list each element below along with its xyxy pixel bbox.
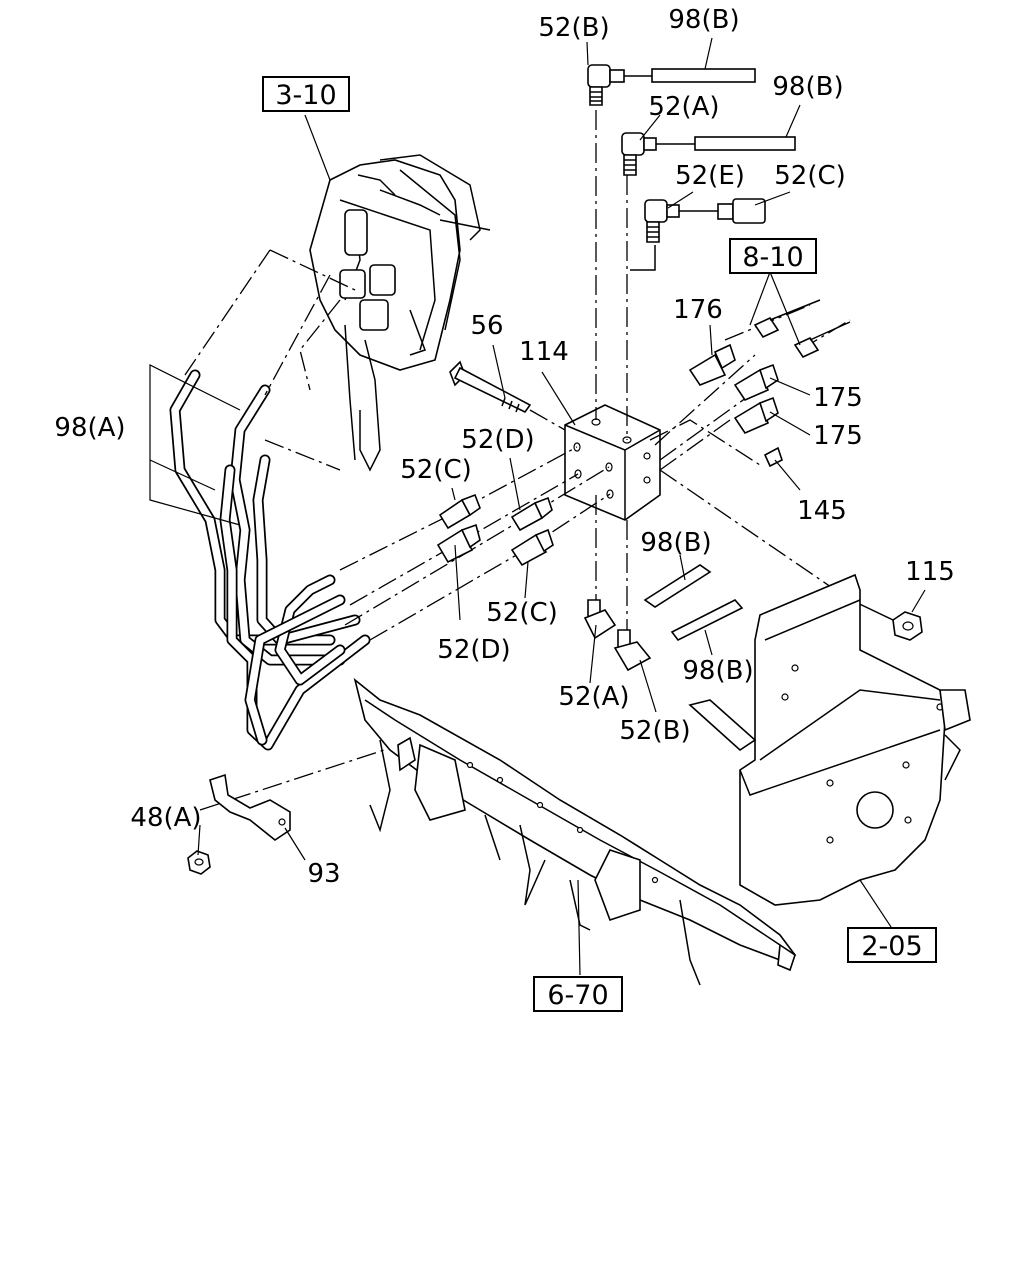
distribution-block-114	[564, 404, 661, 521]
bolt-56	[449, 360, 532, 414]
callout-52a-top: 52(A)	[648, 92, 719, 122]
callout-176: 176	[673, 295, 723, 325]
lower-fittings	[583, 564, 744, 672]
callout-115: 115	[905, 557, 955, 587]
ref-2-05-label: 2-05	[861, 931, 922, 962]
ref-3-10: 3-10	[262, 76, 350, 112]
callout-52a-low: 52(A)	[558, 682, 629, 712]
callout-52d-upper: 52(D)	[461, 425, 534, 455]
callout-56: 56	[470, 311, 503, 341]
pressure-sensors	[688, 299, 851, 468]
callout-52c-top: 52(C)	[774, 161, 846, 191]
callout-52c-left: 52(C)	[400, 455, 472, 485]
callout-98b-low: 98(B)	[682, 656, 753, 686]
callout-114: 114	[519, 337, 569, 367]
ref-6-70-label: 6-70	[547, 980, 608, 1011]
nut-48a	[187, 850, 211, 875]
nut-115	[846, 597, 923, 641]
callout-52c-low: 52(C)	[486, 598, 558, 628]
ref-8-10: 8-10	[729, 238, 817, 274]
pedal-valve-assembly	[309, 154, 491, 472]
ref-8-10-label: 8-10	[742, 242, 803, 273]
left-fittings	[436, 493, 554, 567]
bracket-plate-2-05	[688, 573, 971, 906]
callout-93: 93	[307, 859, 340, 889]
leader-lines	[149, 37, 926, 976]
clip-93	[209, 773, 291, 841]
callout-145: 145	[797, 496, 847, 526]
callout-48a: 48(A)	[130, 803, 201, 833]
ref-3-10-label: 3-10	[275, 80, 336, 111]
callout-98b-mid: 98(B)	[640, 528, 711, 558]
callout-98b-top2: 98(B)	[772, 72, 843, 102]
callout-98b-top: 98(B)	[668, 5, 739, 35]
tube-bundle-98a	[169, 369, 371, 751]
ref-6-70: 6-70	[533, 976, 623, 1012]
top-fittings	[587, 64, 796, 271]
callout-52b-top: 52(B)	[538, 13, 609, 43]
callout-52e: 52(E)	[675, 161, 745, 191]
callout-52b-low: 52(B)	[619, 716, 690, 746]
alignment-lines	[184, 110, 851, 811]
callout-98a: 98(A)	[54, 413, 125, 443]
callout-52d-low: 52(D)	[437, 635, 510, 665]
callout-175-b: 175	[813, 421, 863, 451]
ref-2-05: 2-05	[847, 927, 937, 963]
callout-labels: 52(B) 98(B) 52(A) 98(B) 52(E) 52(C) 176 …	[54, 5, 954, 889]
frame-crossmember-6-70	[353, 677, 797, 986]
callout-175-a: 175	[813, 383, 863, 413]
